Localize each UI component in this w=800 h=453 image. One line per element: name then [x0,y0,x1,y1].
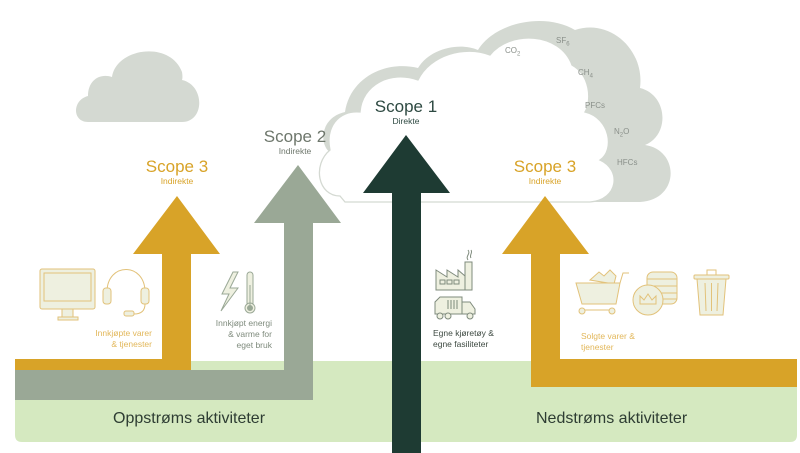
gas-sf6: SF6 [556,36,570,48]
scope2-subtitle: Indirekte [278,146,312,156]
scope3-downstream-arrow [502,196,797,387]
scope1-arrow [363,135,450,453]
gas-n2o: N2O [614,127,630,139]
caption-line: Innkjøpte varer [95,328,152,338]
scope3-downstream-title: Scope 3 [513,157,577,176]
caption-sold-goods: Solgte varer & tjenester [581,331,671,353]
caption-purchased-energy: Innkjøpt energi & varme for eget bruk [190,318,272,351]
caption-purchased-goods: Innkjøpte varer & tjenester [60,328,152,350]
scope2-title: Scope 2 [263,127,327,146]
scope1-subtitle: Direkte [392,116,420,126]
thermometer-icon [244,271,256,314]
scope3-downstream-subtitle: Indirekte [528,176,562,186]
scope2-label: Scope 2 Indirekte [245,127,345,157]
caption-line: tjenester [581,342,614,352]
caption-line: Egne kjøretøy & [433,328,494,338]
lightning-icon [220,271,239,312]
scope3-upstream-subtitle: Indirekte [160,176,194,186]
shopping-cart-icon [575,269,629,315]
monitor-icon [39,268,96,321]
upstream-activities-label: Oppstrøms aktiviteter [113,410,266,427]
caption-line: Solgte varer & [581,331,635,341]
caption-line: & varme for [228,329,272,339]
gas-pfcs: PFCs [585,101,605,110]
scope3-upstream-arrow [15,196,220,370]
truck-icon [434,296,476,320]
caption-line: egne fasiliteter [433,339,489,349]
caption-line: eget bruk [236,340,272,350]
small-cloud-icon [76,51,200,122]
factory-icon [435,249,473,291]
coins-icon [632,271,678,316]
gas-hfcs: HFCs [617,158,638,167]
trash-can-icon [693,269,730,316]
gas-co2: CO2 [505,46,521,58]
scope3-upstream-title: Scope 3 [145,157,209,176]
scope1-title: Scope 1 [374,97,438,116]
headset-icon [102,269,150,317]
caption-line: & tjenester [111,339,152,349]
scope3-downstream-label: Scope 3 Indirekte [495,157,595,187]
caption-line: Innkjøpt energi [215,318,272,328]
downstream-activities-label: Nedstrøms aktiviteter [536,410,688,427]
scope2-arrow [15,165,341,400]
scope3-upstream-label: Scope 3 Indirekte [127,157,227,187]
caption-own-assets: Egne kjøretøy & egne fasiliteter [433,328,523,350]
scope1-label: Scope 1 Direkte [356,97,456,127]
gas-ch4: CH4 [578,68,593,80]
